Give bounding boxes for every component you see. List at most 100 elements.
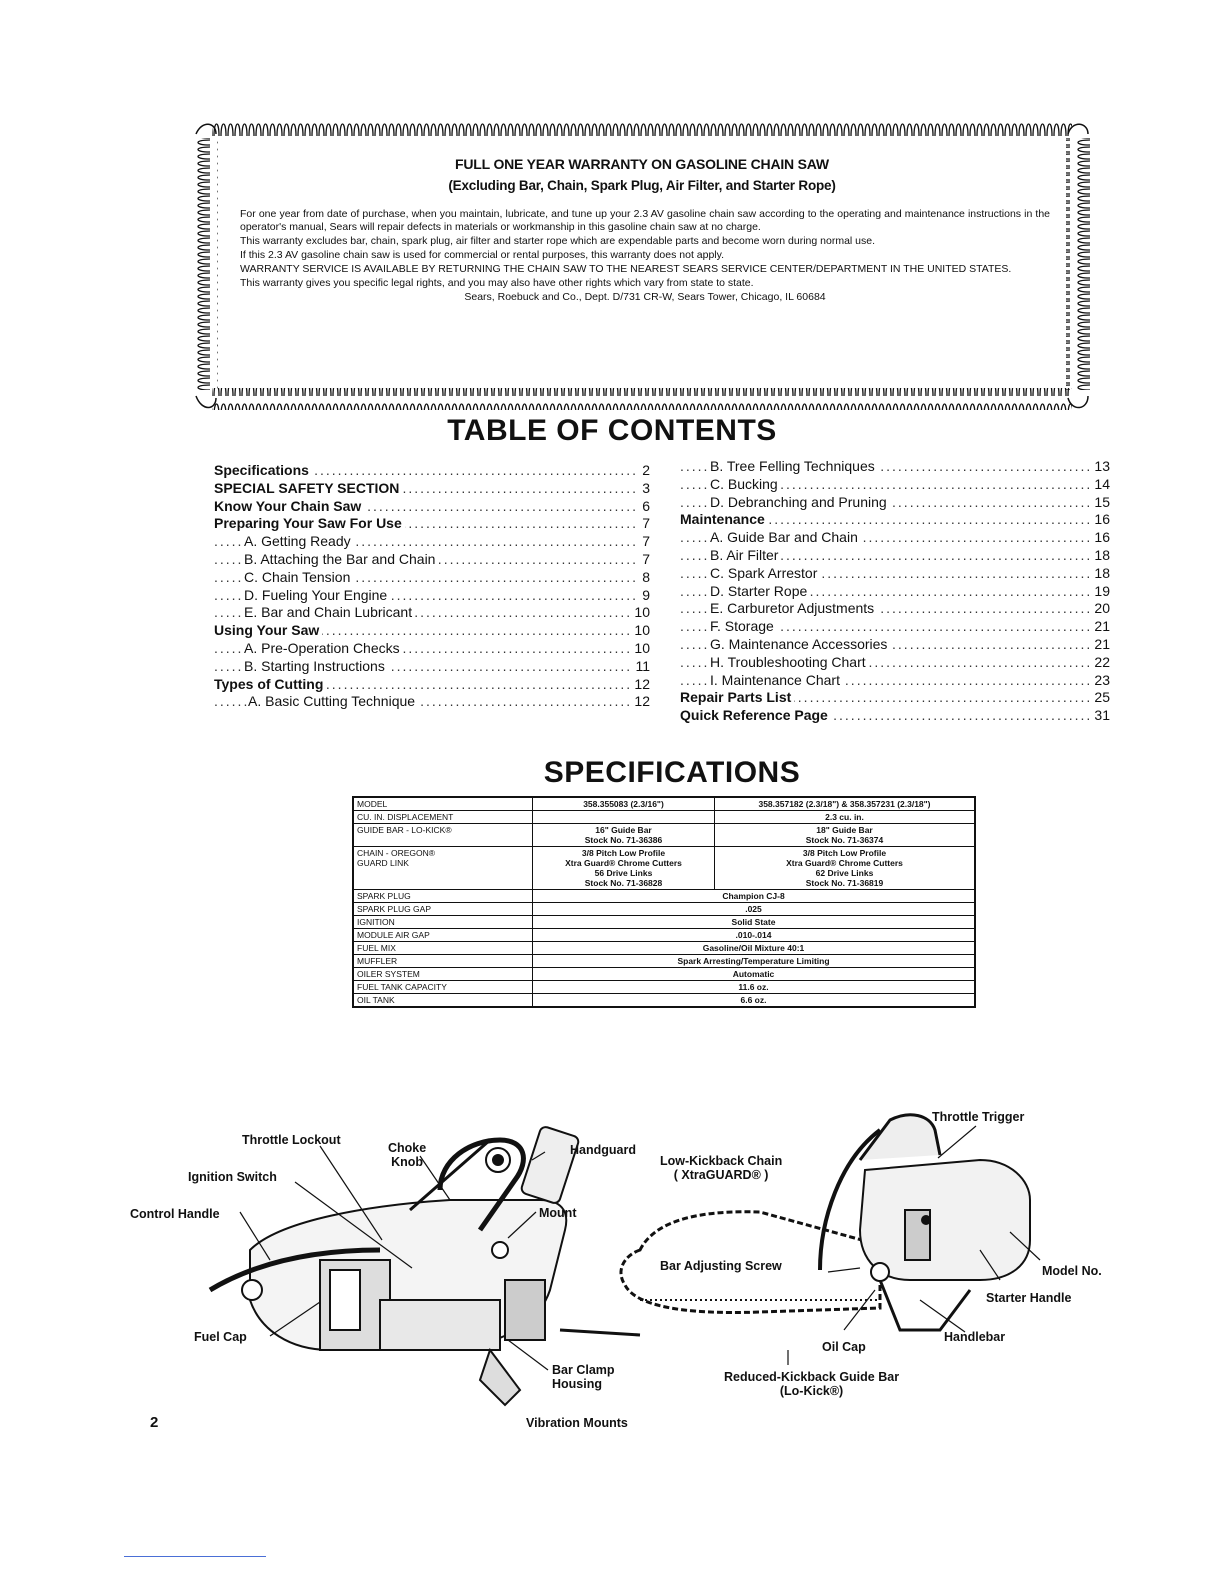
page-number: 2	[150, 1414, 159, 1431]
label-choke-knob: Choke Knob	[388, 1141, 427, 1169]
toc-entry-page: 11	[632, 657, 650, 676]
toc-entry-page: 7	[639, 550, 650, 569]
spec-label: MODEL	[353, 796, 533, 811]
toc-entry-label: D. Debranching and Pruning	[710, 493, 890, 512]
toc-entry-label: B. Starting Instructions	[244, 657, 388, 676]
toc-leader-dots: ........................................…	[214, 462, 650, 478]
toc-left-column: ........................................…	[214, 462, 650, 712]
label-bar-adjusting-screw: Bar Adjusting Screw	[660, 1259, 782, 1273]
footer-rule	[124, 1556, 266, 1557]
toc-entry: ........................................…	[680, 564, 1110, 583]
toc-entry: ........................................…	[214, 693, 650, 712]
toc-entry-label: G. Maintenance Accessories	[710, 635, 891, 654]
toc-entry-page: 10	[631, 639, 650, 658]
toc-entry: ........................................…	[214, 675, 650, 694]
spec-label: GUIDE BAR - LO-KICK®	[353, 823, 533, 847]
toc-entry-page: 15	[1091, 493, 1110, 512]
toc-right-column: ........................................…	[680, 458, 1110, 725]
chain-saw-diagram	[208, 1113, 1041, 1407]
toc-entry-page: 3	[639, 479, 650, 498]
warranty-subtitle: (Excluding Bar, Chain, Spark Plug, Air F…	[448, 178, 836, 193]
toc-entry-label: SPECIAL SAFETY SECTION	[214, 479, 403, 498]
toc-entry-label: Quick Reference Page	[680, 707, 831, 725]
spec-label: IGNITION	[353, 915, 533, 929]
saw-right-drawing	[818, 1113, 1031, 1332]
toc-entry-page: 16	[1091, 529, 1110, 547]
toc-entry-label: E. Carburetor Adjustments	[710, 600, 878, 619]
toc-entry-label: Preparing Your Saw For Use	[214, 515, 405, 534]
toc-entry-label: Know Your Chain Saw	[214, 497, 365, 516]
spec-value: .025	[532, 902, 975, 916]
specifications-heading: SPECIFICATIONS	[543, 756, 801, 789]
toc-entry-label: Using Your Saw	[214, 622, 323, 640]
toc-entry-label: Types of Cutting	[214, 675, 327, 694]
toc-entry-label: C. Chain Tension	[244, 568, 354, 587]
toc-entry-label: E. Bar and Chain Lubricant	[244, 604, 416, 623]
toc-entry: ........................................…	[214, 462, 650, 480]
toc-entry: ........................................…	[680, 582, 1110, 601]
label-bar-clamp-housing: Bar Clamp Housing	[552, 1363, 615, 1391]
label-ignition-switch: Ignition Switch	[188, 1170, 277, 1184]
toc-leader-dots: ........................................…	[680, 475, 1110, 492]
toc-leader-dots: ........................................…	[214, 622, 650, 639]
toc-heading: TABLE OF CONTENTS	[447, 414, 777, 447]
toc-entry-page: 7	[639, 515, 650, 534]
toc-entry-page: 12	[631, 693, 650, 712]
toc-entry: ........................................…	[680, 653, 1110, 672]
toc-entry-label: Maintenance	[680, 511, 768, 530]
toc-entry-page: 31	[1091, 707, 1110, 725]
warranty-paragraph: If this 2.3 AV gasoline chain saw is use…	[240, 249, 725, 261]
spec-row: SPARK PLUG GAP.025	[353, 902, 975, 916]
toc-entry: ........................................…	[214, 568, 650, 587]
toc-entry-page: 10	[631, 622, 650, 640]
spec-label: OIL TANK	[353, 993, 533, 1008]
toc-entry-page: 16	[1091, 511, 1110, 530]
toc-entry: ........................................…	[680, 546, 1110, 565]
toc-entry-page: 8	[639, 568, 650, 587]
spec-value: Solid State	[532, 915, 975, 929]
toc-entry-label: B. Air Filter	[710, 546, 782, 565]
warranty-paragraph: For one year from date of purchase, when…	[240, 208, 1050, 233]
spec-label: MUFFLER	[353, 954, 533, 968]
toc-entry-label: D. Starter Rope	[710, 582, 811, 601]
toc-entry: ........................................…	[214, 479, 650, 498]
toc-entry-page: 20	[1091, 600, 1110, 619]
toc-entry: ........................................…	[680, 618, 1110, 636]
toc-entry-page: 23	[1091, 671, 1110, 690]
spec-value: Champion CJ-8	[532, 889, 975, 903]
toc-entry: ........................................…	[214, 533, 650, 551]
spec-value: Automatic	[532, 967, 975, 981]
spec-row: MODULE AIR GAP.010-.014	[353, 928, 975, 942]
label-low-kickback-chain: Low-Kickback Chain ( XtraGUARD® )	[660, 1154, 783, 1182]
toc-entry-label: A. Basic Cutting Technique	[248, 693, 419, 712]
spec-value: 11.6 oz.	[532, 980, 975, 994]
label-oil-cap: Oil Cap	[822, 1340, 866, 1354]
toc-entry-label: D. Fueling Your Engine	[244, 586, 391, 605]
toc-entry-label: F. Storage	[710, 618, 777, 636]
spec-label: OILER SYSTEM	[353, 967, 533, 981]
toc-entry-page: 9	[639, 586, 650, 605]
spec-value-model-a: 3/8 Pitch Low Profile Xtra Guard® Chrome…	[532, 846, 715, 890]
toc-entry-page: 14	[1091, 475, 1110, 494]
toc-entry: ........................................…	[680, 511, 1110, 530]
toc-entry: ........................................…	[214, 586, 650, 605]
toc-entry: ........................................…	[214, 550, 650, 569]
warranty-title: FULL ONE YEAR WARRANTY ON GASOLINE CHAIN…	[455, 156, 829, 172]
toc-entry-page: 19	[1091, 582, 1110, 601]
leader-lines	[239, 1125, 1041, 1371]
toc-entry-label: C. Bucking	[710, 475, 781, 494]
spec-value: .010-.014	[532, 928, 975, 942]
spec-value-model-a	[532, 810, 715, 824]
spec-value: Gasoline/Oil Mixture 40:1	[532, 941, 975, 955]
label-handlebar: Handlebar	[944, 1330, 1006, 1344]
toc-entry-page: 12	[631, 675, 650, 694]
guide-bar-drawing	[619, 1210, 882, 1314]
toc-leader-dots: ........................................…	[680, 546, 1110, 563]
